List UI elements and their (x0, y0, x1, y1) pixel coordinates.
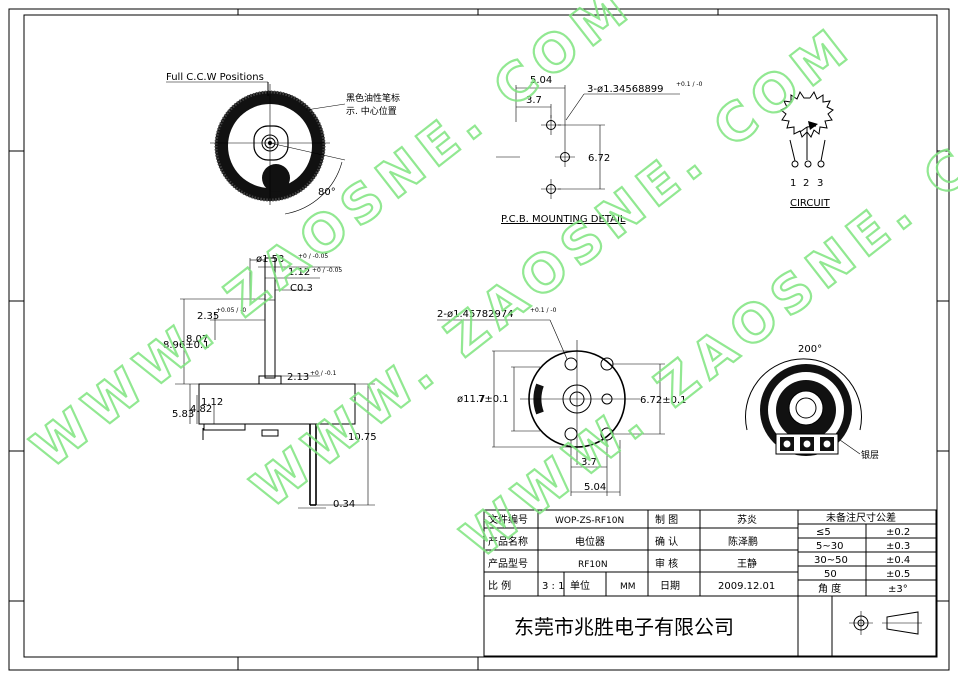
circuit-pin-3: 3 (817, 178, 823, 189)
pcb-hole-spec: 3-ø1.34568899 (587, 84, 664, 95)
tb-label-unit: 单位 (570, 579, 590, 592)
top-view-note-1: 黑色油性笔标 (346, 92, 400, 104)
side-w-213-tol: +0 / -0.1 (310, 370, 337, 377)
side-h-235-tol: +0.05 / -0 (216, 307, 246, 314)
pcb-mounting-detail: 5.04 3.7 6.72 3-ø1.34568899 +0.1 / -0 P.… (496, 75, 703, 225)
top-view-angle: 80° (318, 187, 336, 198)
tb-label-scale: 比 例 (488, 579, 511, 592)
rear-view: 200° 银层 (745, 344, 879, 461)
side-chamfer: C0.3 (290, 283, 313, 294)
tb-label-check: 确 认 (655, 535, 678, 548)
watermarks: WWW. ZAOSNE. COM WWW. ZAOSNE. COM WWW. Z… (20, 0, 958, 571)
front-d-outer: ø11.7 (457, 394, 485, 405)
front-dim-504: 5.04 (584, 482, 606, 493)
side-w-034: 0.34 (333, 499, 355, 510)
front-d-inner: 7±0.1 (478, 394, 509, 405)
pcb-hole-tol: +0.1 / -0 (676, 81, 703, 88)
side-h-807: 8.07 (186, 334, 208, 345)
pcb-dim-width: 5.04 (530, 75, 552, 86)
tb-tol-range-2: 30~50 (814, 555, 848, 566)
tb-label-approve: 审 核 (655, 557, 678, 570)
tb-tol-range-0: ≤5 (816, 527, 831, 538)
tb-tol-value-1: ±0.3 (886, 541, 910, 552)
tb-value-scale: 3 : 1 (542, 581, 564, 592)
front-hole-spec: 2-ø1.45782974 (437, 309, 514, 320)
tb-label-date: 日期 (660, 580, 680, 592)
side-h-1075: 10.75 (348, 432, 377, 443)
circuit-diagram: 1 2 3 CIRCUIT (780, 90, 834, 209)
projection-symbol (849, 611, 922, 635)
tb-tol-value-2: ±0.4 (886, 555, 910, 566)
tb-tol-range-1: 5~30 (816, 541, 843, 552)
pcb-title: P.C.B. MOUNTING DETAIL (501, 214, 626, 225)
front-hole-tol: +0.1 / -0 (530, 307, 557, 314)
front-dim-37: 3.7 (581, 457, 597, 468)
tb-company-name: 东莞市兆胜电子有限公司 (514, 615, 734, 639)
circuit-title: CIRCUIT (790, 198, 831, 209)
rear-angle: 200° (798, 344, 822, 355)
tb-label-product-model: 产品型号 (488, 557, 528, 570)
tb-value-date: 2009.12.01 (718, 581, 775, 592)
side-d-shaft: ø1.53 (256, 254, 284, 265)
tb-value-unit: MM (620, 582, 636, 592)
tb-tol-value-0: ±0.2 (886, 527, 910, 538)
front-dim-height: 6.72±0.1 (640, 395, 687, 406)
tb-value-product-name: 电位器 (575, 535, 605, 548)
tb-label-file-no: 文件编号 (488, 513, 528, 526)
pcb-dim-offset: 3.7 (526, 95, 542, 106)
side-d-shaft-tol: +0 / -0.05 (298, 253, 328, 260)
side-h-112: 1.12 (201, 397, 223, 408)
circuit-pin-1: 1 (790, 178, 796, 189)
tb-tol-value-4: ±3° (888, 584, 908, 595)
tb-tolerance-title: 未备注尺寸公差 (826, 511, 896, 524)
drawing-frame (8, 8, 950, 671)
side-view: ø1.53 +0 / -0.05 1.12 +0 / -0.05 C0.3 2.… (163, 253, 377, 510)
tb-value-approved-by: 王静 (737, 557, 757, 570)
tb-tol-range-3: 50 (824, 569, 837, 580)
side-h-583: 5.83 (172, 409, 194, 420)
front-view: 2-ø1.45782974 +0.1 / -0 ø11.7 7±0.1 6.72… (437, 307, 687, 496)
side-d-flat-tol: +0 / -0.05 (312, 267, 342, 274)
side-w-213: 2.13 (287, 372, 309, 383)
top-view-note-2: 示. 中心位置 (346, 105, 397, 117)
top-view-label: Full C.C.W Positions (166, 72, 264, 83)
side-h-482: 4.82 (190, 404, 212, 415)
tb-label-drawn: 制 图 (655, 513, 678, 526)
tb-label-product-name: 产品名称 (488, 535, 528, 548)
title-block: 文件编号 产品名称 产品型号 比 例 单位 制 图 确 认 审 核 日期 WOP… (483, 509, 937, 657)
side-h-235: 2.35 (197, 311, 219, 322)
side-d-flat: 1.12 (288, 267, 310, 278)
tb-tol-range-4: 角 度 (818, 582, 841, 595)
tb-value-checked-by: 陈泽鹏 (728, 535, 758, 548)
tb-value-drawn-by: 苏炎 (737, 513, 757, 526)
tb-value-file-no: WOP-ZS-RF10N (555, 516, 624, 526)
top-view: Full C.C.W Positions 黑色油性笔标 示. 中心位置 80° (166, 72, 400, 215)
circuit-pin-2: 2 (803, 178, 809, 189)
tb-value-product-model: RF10N (578, 560, 608, 570)
pcb-dim-height: 6.72 (588, 153, 610, 164)
rear-label: 银层 (861, 449, 879, 461)
tb-tol-value-3: ±0.5 (886, 569, 910, 580)
side-h-total: 8.96±0.1 (163, 340, 210, 351)
